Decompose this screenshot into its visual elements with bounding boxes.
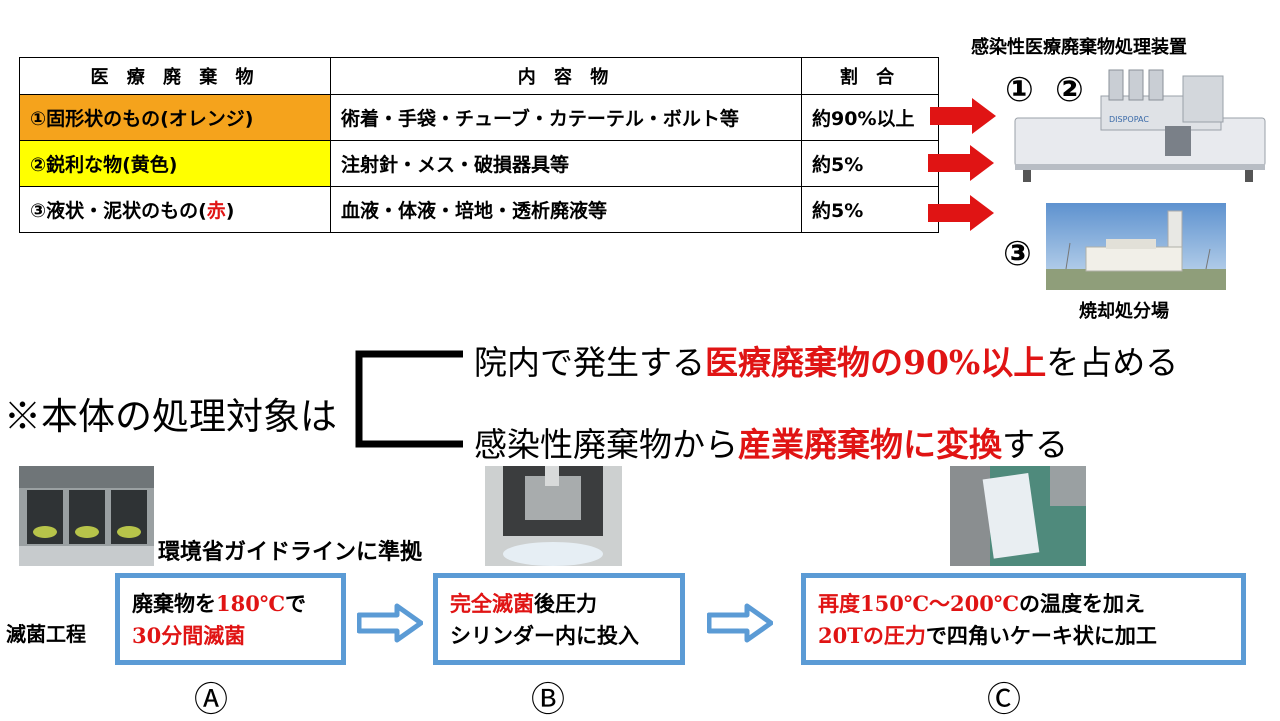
text: で bbox=[285, 591, 306, 616]
header-contents: 内 容 物 bbox=[330, 57, 802, 95]
ratio-cell: 約5% bbox=[801, 140, 939, 187]
box-a-line-2: 30分間滅菌 bbox=[132, 623, 246, 648]
text: 廃棄物を bbox=[132, 591, 216, 616]
processing-machine-image: DISPOPAC bbox=[1005, 66, 1273, 188]
box-c-line-2: 20Tの圧力で四角いケーキ状に加工 bbox=[818, 620, 1229, 652]
red-arrow-icon bbox=[928, 145, 994, 181]
category-text: ③液状・泥状のもの( bbox=[30, 200, 207, 222]
target-label: ※本体の処理対象は bbox=[4, 395, 337, 438]
line1-highlight: 医療廃棄物の90%以上 bbox=[705, 343, 1047, 382]
box-c-line-1: 再度150℃～200℃の温度を加え bbox=[818, 588, 1229, 620]
target-line-1: 院内で発生する医療廃棄物の90%以上を占める bbox=[474, 336, 1178, 384]
highlight: 完全滅菌 bbox=[450, 591, 534, 616]
contents-cell: 術着・手袋・チューブ・カテーテル・ボルト等 bbox=[330, 94, 802, 141]
process-arrow-icon bbox=[707, 603, 773, 643]
text: の温度を加え bbox=[1019, 591, 1145, 616]
process-label: 滅菌工程 bbox=[6, 622, 86, 646]
target-line-2: 感染性廃棄物から産業廃棄物に変換する bbox=[474, 418, 1068, 466]
line2-text-c: する bbox=[1002, 425, 1068, 464]
process-arrow-icon bbox=[357, 603, 423, 643]
bracket-icon bbox=[355, 350, 465, 450]
text: で四角いケーキ状に加工 bbox=[925, 623, 1157, 648]
contents-cell: 血液・体液・培地・透析廃液等 bbox=[330, 186, 802, 233]
ratio-cell: 約5% bbox=[801, 186, 939, 233]
chamber-photo bbox=[19, 466, 154, 566]
device-number-2: ② bbox=[1055, 70, 1084, 110]
header-category: 医 療 廃 棄 物 bbox=[19, 57, 331, 95]
table-row: ①固形状のもの(オレンジ) 術着・手袋・チューブ・カテーテル・ボルト等 約90%… bbox=[19, 94, 939, 141]
line1-text-a: 院内で発生する bbox=[474, 343, 705, 382]
waste-table: 医 療 廃 棄 物 内 容 物 割 合 ①固形状のもの(オレンジ) 術着・手袋・… bbox=[19, 57, 939, 233]
category-cell: ③液状・泥状のもの(赤) bbox=[19, 186, 331, 233]
line1-text-c: を占める bbox=[1046, 343, 1179, 382]
process-box-b: 完全滅菌後圧力 シリンダー内に投入 bbox=[433, 573, 685, 665]
red-arrow-icon bbox=[928, 195, 994, 231]
device-number-1: ① bbox=[1005, 70, 1034, 110]
red-arrow-icon bbox=[930, 98, 996, 134]
header-ratio: 割 合 bbox=[801, 57, 939, 95]
step-letter-a: Ⓐ bbox=[194, 680, 228, 720]
guideline-text: 環境省ガイドラインに準拠 bbox=[158, 540, 423, 565]
highlight: 180℃ bbox=[216, 591, 285, 616]
incinerator-caption: 焼却処分場 bbox=[1079, 301, 1169, 322]
incinerator-number-3: ③ bbox=[1003, 234, 1032, 274]
table-row: ③液状・泥状のもの(赤) 血液・体液・培地・透析廃液等 約5% bbox=[19, 186, 939, 233]
table-row: ②鋭利な物(黄色) 注射針・メス・破損器具等 約5% bbox=[19, 140, 939, 187]
box-b-line-2: シリンダー内に投入 bbox=[450, 623, 639, 648]
step-letter-c: Ⓒ bbox=[987, 680, 1021, 720]
line2-text-a: 感染性廃棄物から bbox=[474, 425, 738, 464]
category-text-end: ) bbox=[225, 200, 235, 222]
contents-cell: 注射針・メス・破損器具等 bbox=[330, 140, 802, 187]
device-title: 感染性医療廃棄物処理装置 bbox=[971, 37, 1187, 58]
text: 後圧力 bbox=[534, 591, 597, 616]
highlight: 再度150℃～200℃ bbox=[818, 591, 1019, 616]
cylinder-photo bbox=[485, 466, 622, 566]
table-header-row: 医 療 廃 棄 物 内 容 物 割 合 bbox=[19, 57, 939, 95]
brand-label: DISPOPAC bbox=[1109, 115, 1149, 124]
cake-output-photo bbox=[950, 466, 1086, 566]
process-box-c: 再度150℃～200℃の温度を加え 20Tの圧力で四角いケーキ状に加工 bbox=[801, 573, 1246, 665]
category-cell: ①固形状のもの(オレンジ) bbox=[19, 94, 331, 141]
ratio-cell: 約90%以上 bbox=[801, 94, 939, 141]
highlight: 20Tの圧力 bbox=[818, 623, 926, 648]
category-cell: ②鋭利な物(黄色) bbox=[19, 140, 331, 187]
box-b-line-1: 完全滅菌後圧力 bbox=[450, 588, 668, 620]
line2-highlight: 産業廃棄物に変換 bbox=[738, 425, 1002, 464]
process-box-a: 廃棄物を180℃で 30分間滅菌 bbox=[115, 573, 346, 665]
category-red-text: 赤 bbox=[206, 200, 226, 222]
box-a-line-1: 廃棄物を180℃で bbox=[132, 588, 329, 620]
step-letter-b: Ⓑ bbox=[531, 680, 565, 720]
incinerator-photo bbox=[1046, 203, 1226, 290]
